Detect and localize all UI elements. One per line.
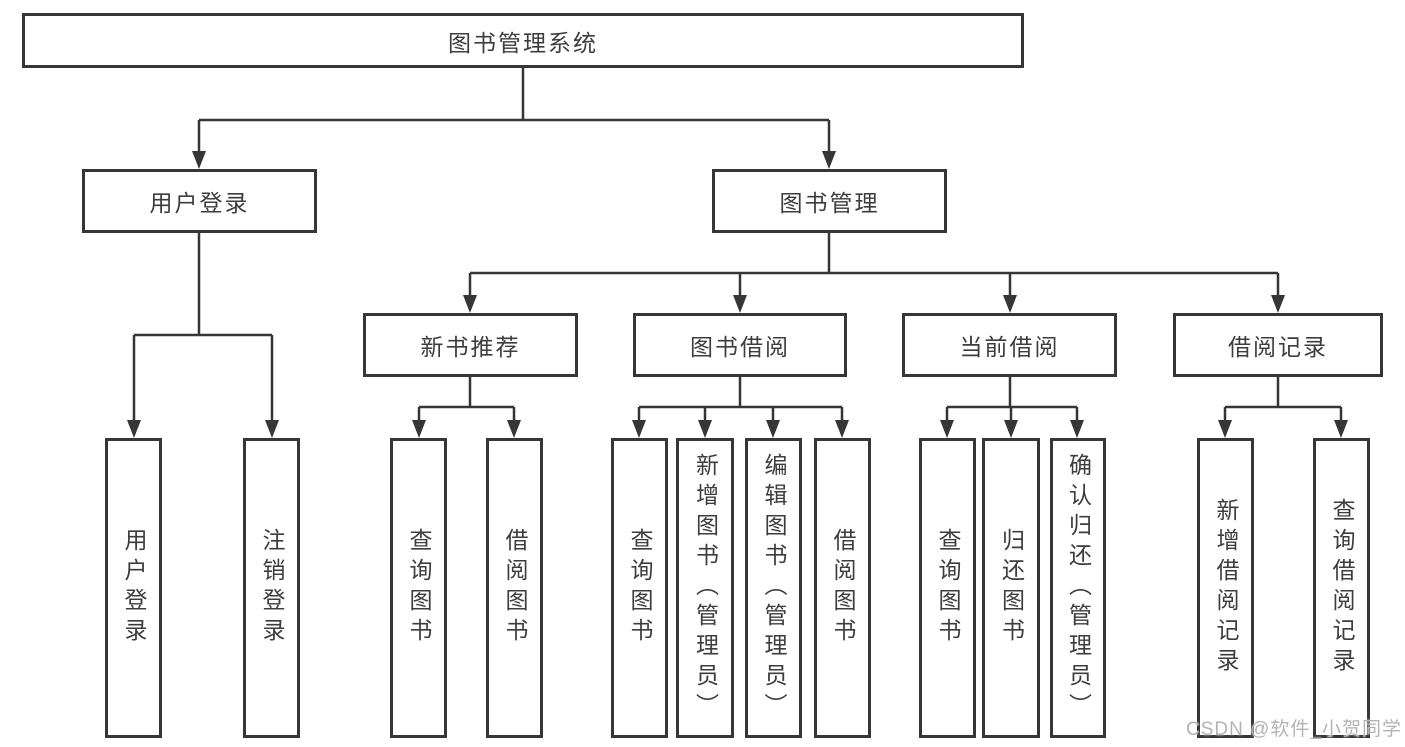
node-leaf-query-borrow-record: 查询借阅记录 <box>1313 438 1370 738</box>
arrow-down-icon <box>1004 420 1018 438</box>
arrow-down-icon <box>127 420 141 438</box>
arrowheads <box>127 151 1348 438</box>
node-label: 借阅记录 <box>1228 334 1328 360</box>
node-label: 编辑图书（管理员） <box>761 453 787 723</box>
node-borrowing-records: 借阅记录 <box>1173 313 1383 377</box>
node-leaf-borrow-books: 借阅图书 <box>814 438 871 738</box>
node-label: 图书管理 <box>779 190 880 216</box>
node-leaf-borrow-books-recommend: 借阅图书 <box>486 438 543 738</box>
arrow-down-icon <box>463 295 477 313</box>
node-label: 确认归还（管理员） <box>1065 453 1092 723</box>
node-user-login: 用户登录 <box>82 169 317 233</box>
node-label: 查询图书 <box>935 528 961 648</box>
node-leaf-add-borrow-record: 新增借阅记录 <box>1197 438 1254 738</box>
node-label: 新增借阅记录 <box>1213 498 1239 678</box>
node-label: 用户登录 <box>149 190 250 216</box>
node-leaf-confirm-return-admin: 确认归还（管理员） <box>1050 438 1106 738</box>
node-label: 查询图书 <box>627 528 653 648</box>
node-label: 归还图书 <box>998 528 1025 648</box>
node-label: 图书管理系统 <box>448 29 598 56</box>
arrow-down-icon <box>412 420 426 438</box>
arrow-down-icon <box>733 295 747 313</box>
node-leaf-user-login: 用户登录 <box>105 438 162 738</box>
csdn-watermark: CSDN @软件_小贺同学 <box>1186 719 1402 740</box>
node-label: 新书推荐 <box>420 334 521 360</box>
node-leaf-query-books-borrowing: 查询图书 <box>611 438 668 738</box>
node-leaf-logout: 注销登录 <box>243 438 300 738</box>
node-book-management: 图书管理 <box>712 169 947 233</box>
arrow-down-icon <box>507 420 521 438</box>
node-current-borrowing: 当前借阅 <box>902 313 1117 377</box>
node-label: 图书借阅 <box>690 334 790 360</box>
node-new-book-recommend: 新书推荐 <box>363 313 578 377</box>
node-label: 查询借阅记录 <box>1329 498 1355 678</box>
arrow-down-icon <box>835 420 849 438</box>
node-label: 当前借阅 <box>959 334 1060 360</box>
arrow-down-icon <box>698 420 712 438</box>
arrow-down-icon <box>766 420 780 438</box>
node-label: 查询图书 <box>406 528 432 648</box>
arrow-down-icon <box>1218 420 1232 438</box>
node-label: 注销登录 <box>259 528 285 648</box>
arrow-down-icon <box>1070 420 1084 438</box>
node-leaf-query-books-recommend: 查询图书 <box>390 438 447 738</box>
arrow-down-icon <box>1003 295 1017 313</box>
arrow-down-icon <box>1271 295 1285 313</box>
arrow-down-icon <box>1334 420 1348 438</box>
arrow-down-icon <box>940 420 954 438</box>
node-book-borrowing: 图书借阅 <box>633 313 847 377</box>
node-label: 新增图书（管理员） <box>692 453 719 723</box>
arrow-down-icon <box>632 420 646 438</box>
node-library-management-system: 图书管理系统 <box>22 13 1024 68</box>
node-leaf-edit-books-admin: 编辑图书（管理员） <box>745 438 802 738</box>
node-leaf-add-books-admin: 新增图书（管理员） <box>676 438 734 738</box>
node-leaf-return-books: 归还图书 <box>982 438 1040 738</box>
arrow-down-icon <box>822 151 836 169</box>
connector-paths <box>132 68 1343 424</box>
arrow-down-icon <box>265 420 279 438</box>
node-leaf-query-books-current: 查询图书 <box>919 438 976 738</box>
node-label: 用户登录 <box>121 528 147 648</box>
node-label: 借阅图书 <box>502 528 528 648</box>
arrow-down-icon <box>192 151 206 169</box>
node-label: 借阅图书 <box>830 528 856 648</box>
